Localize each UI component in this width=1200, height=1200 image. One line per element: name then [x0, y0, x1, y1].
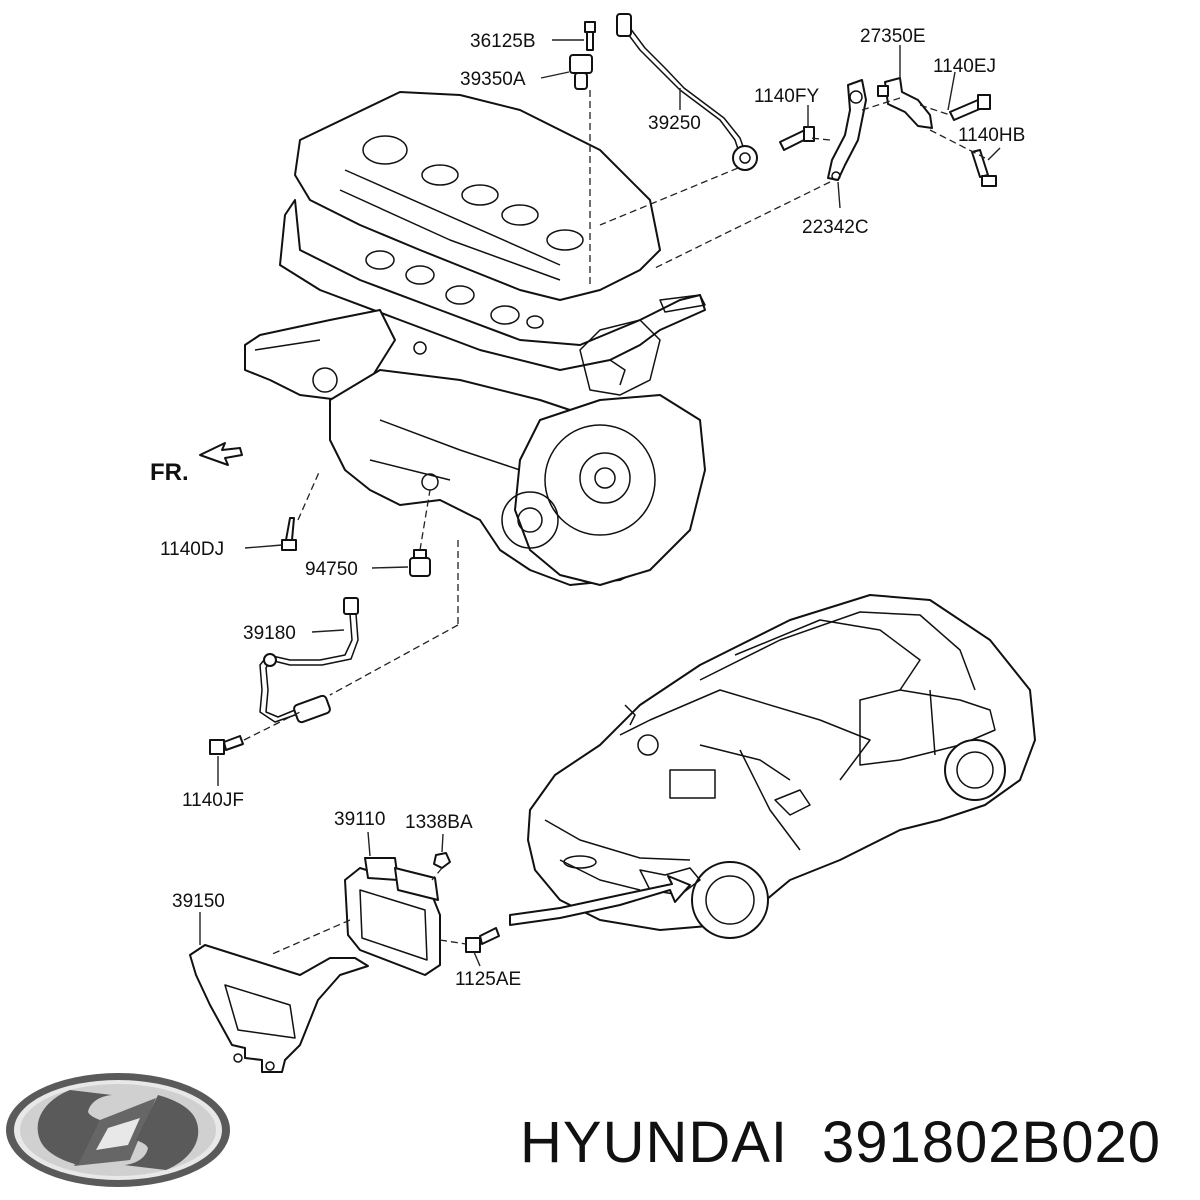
engine-assembly [244, 91, 706, 586]
callout-1338BA: 1338BA [405, 812, 473, 833]
callout-22342C: 22342C [802, 217, 869, 238]
part-number: 391802B020 [822, 1110, 1161, 1175]
callout-39350A: 39350A [460, 69, 526, 90]
ecu-assembly [189, 852, 500, 1073]
front-arrow-icon [199, 442, 243, 466]
lower-engine-parts [199, 442, 431, 755]
callout-39110: 39110 [334, 809, 385, 830]
callout-1140FY: 1140FY [754, 86, 819, 107]
brand-footer: HYUNDAI 391802B020 [6, 1073, 1161, 1187]
direction-label: FR. [150, 459, 189, 486]
callout-39180: 39180 [243, 623, 296, 644]
callout-27350E: 27350E [860, 26, 926, 47]
callout-39150: 39150 [172, 891, 225, 912]
callout-1140EJ: 1140EJ [933, 56, 996, 77]
callout-1140HB: 1140HB [958, 125, 1025, 146]
callout-1125AE: 1125AE [455, 969, 521, 990]
leader-lines [199, 39, 1001, 967]
callout-36125B: 36125B [470, 31, 536, 52]
callout-94750: 94750 [305, 559, 358, 580]
callout-1140DJ: 1140DJ [160, 539, 224, 560]
car-illustration [509, 594, 1036, 939]
callout-labels: 36125B 39350A 39250 27350E 1140EJ 1140FY… [150, 26, 1025, 990]
callout-39250: 39250 [648, 113, 701, 134]
top-sensors [569, 13, 997, 187]
hyundai-logo-icon [6, 1073, 230, 1187]
callout-1140JF: 1140JF [182, 790, 244, 811]
brand-name: HYUNDAI [520, 1110, 788, 1175]
